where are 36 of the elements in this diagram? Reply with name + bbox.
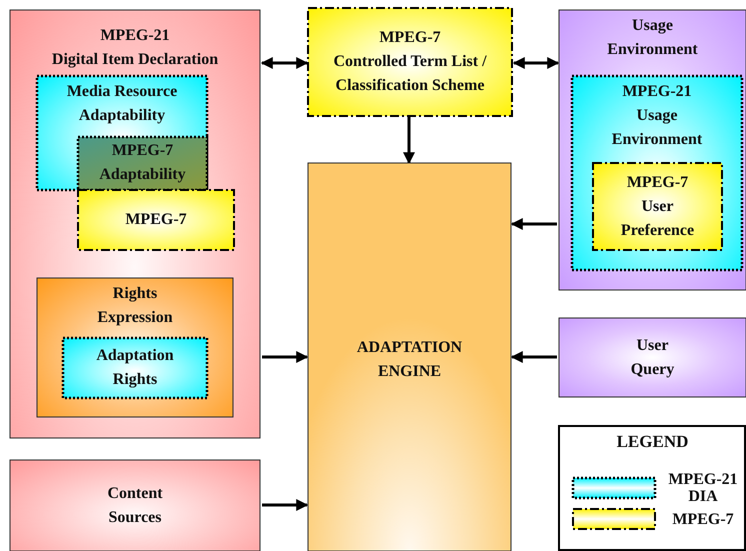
component-box [63,338,207,398]
node-label: MPEG-21 Usage Environment [612,82,702,150]
arrow [262,351,308,363]
process-box [559,318,746,397]
legend-title: LEGEND [616,432,690,452]
node-label: MPEG-7 Adaptability [99,141,186,185]
overlap-box [78,137,207,190]
node-label: MPEG-21 Digital Item Declaration [52,26,218,70]
node-label: Rights Expression [97,284,173,328]
node-label: Content Sources [107,484,163,528]
node-label: MPEG-7 [125,210,187,230]
container-box [559,10,746,290]
component-box [308,8,512,116]
container-box [10,10,260,438]
node-label: MPEG-7 Controlled Term List / Classification Scheme [333,28,487,96]
arrow [403,116,415,164]
node-label: ADAPTATION ENGINE [356,338,462,382]
legend-label: MPEG-21 DIA [668,471,738,505]
node-label: Usage Environment [607,16,698,60]
component-box [37,278,233,417]
component-box [37,76,207,190]
arrow [512,57,560,69]
node-label: Adaptation Rights [96,346,174,390]
node-label: User Query [630,336,674,380]
component-box [78,190,234,250]
arrow [510,218,557,230]
engine-box [308,163,511,551]
arrow [260,57,308,69]
legend-label: MPEG-7 [671,510,735,528]
process-box [10,460,260,551]
node-label: Media Resource Adaptability [66,82,178,126]
node-label: MPEG-7 User Preference [620,172,694,240]
arrow [510,351,557,363]
component-box [572,76,742,270]
arrow [262,499,308,511]
component-box [593,163,722,250]
